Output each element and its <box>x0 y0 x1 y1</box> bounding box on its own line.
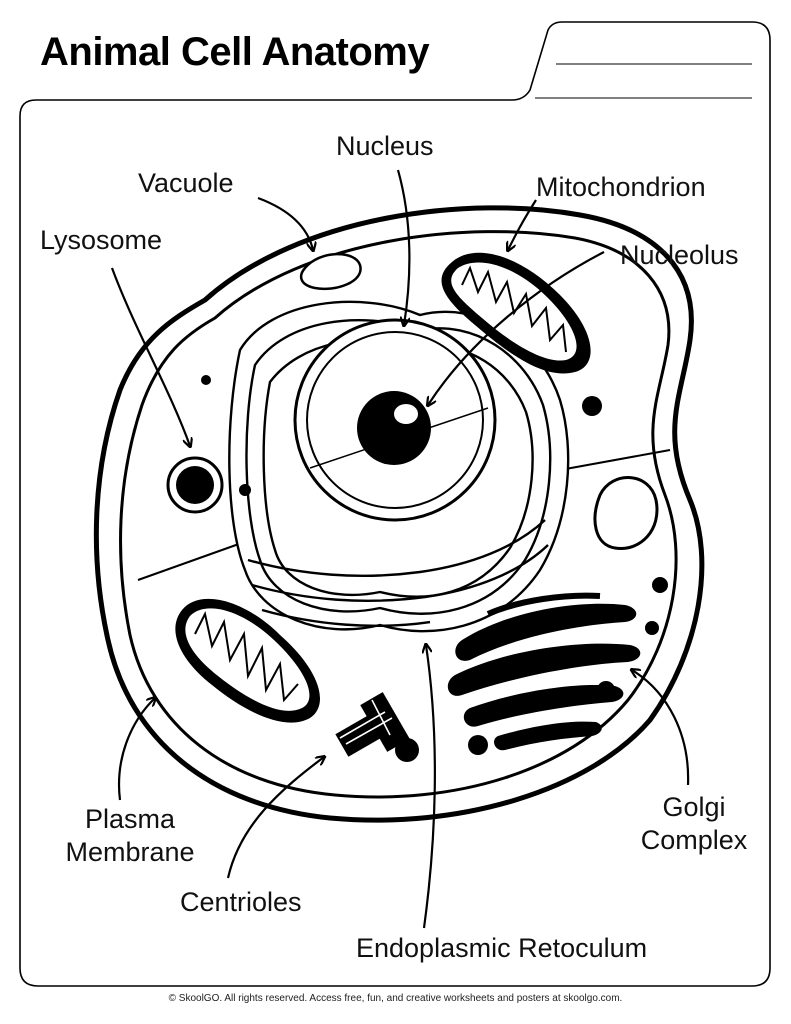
label-nucleus: Nucleus <box>336 131 434 161</box>
vacuole-graphic <box>299 252 362 291</box>
arrow-centrioles <box>226 757 324 879</box>
label-endoplasmic: Endoplasmic Retoculum <box>356 933 648 963</box>
worksheet-frame <box>19 21 771 987</box>
copyright-footer: © SkoolGO. All rights reserved. Access f… <box>168 993 623 1004</box>
label-golgi-line2: Complex <box>640 825 748 855</box>
label-plasma-line2: Membrane <box>65 837 195 867</box>
arrow-plasma <box>118 698 155 801</box>
label-nucleolus: Nucleolus <box>620 240 739 270</box>
cytoplasm-divider-right <box>559 449 671 471</box>
mitochondrion-graphic-bottom <box>175 598 320 723</box>
arrow-golgi <box>632 670 690 786</box>
label-mitochondrion: Mitochondrion <box>536 172 706 202</box>
inner-membrane <box>119 230 678 799</box>
arrow-nucleus <box>396 169 411 325</box>
centrioles-graphic <box>335 692 419 762</box>
label-plasma-membrane: Plasma Membrane <box>48 803 212 869</box>
label-vacuole: Vacuole <box>138 168 234 198</box>
vacuole-graphic-2 <box>593 476 659 550</box>
label-arrows <box>110 169 690 929</box>
golgi-graphic <box>447 592 641 751</box>
label-centrioles: Centrioles <box>180 887 302 917</box>
label-golgi-line1: Golgi <box>662 792 726 822</box>
label-golgi-complex: Golgi Complex <box>624 791 764 857</box>
nucleolus-graphic <box>357 391 431 465</box>
arrow-nucleolus <box>428 251 605 405</box>
arrow-vacuole <box>257 196 313 250</box>
arrow-endoplasmic <box>424 645 436 929</box>
arrow-mitochondrion <box>508 199 537 250</box>
page-title: Animal Cell Anatomy <box>40 30 430 74</box>
label-lysosome: Lysosome <box>40 225 163 255</box>
nucleus-graphic <box>293 318 497 522</box>
cytoplasm-divider-left <box>137 539 251 581</box>
label-plasma-line1: Plasma <box>84 804 176 834</box>
arrow-lysosome <box>110 267 190 446</box>
